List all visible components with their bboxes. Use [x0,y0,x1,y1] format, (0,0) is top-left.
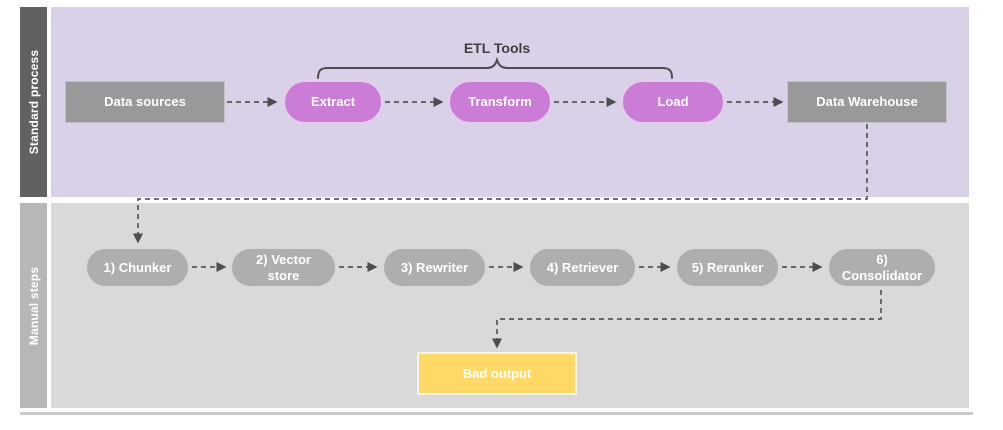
node-bad-output: Bad output [417,352,577,395]
lane-bar-standard-process: Standard process [20,7,47,197]
diagram-bottom-edge [20,412,973,415]
node-rewriter: 3) Rewriter [382,247,487,288]
node-transform: Transform [448,80,552,124]
node-extract: Extract [283,80,383,124]
lane-bar-manual-steps: Manual steps [20,203,47,408]
etl-tools-group-label: ETL Tools [463,40,531,56]
node-chunker: 1) Chunker [85,247,190,288]
node-reranker: 5) Reranker [675,247,780,288]
node-load: Load [621,80,725,124]
node-consolidator: 6) Consolidator [827,247,937,288]
node-vector-store: 2) Vector store [230,247,337,288]
etl-tools-brace [317,56,673,79]
connector-consolidator-badoutput [492,290,882,349]
node-data-sources: Data sources [65,81,225,123]
node-data-warehouse: Data Warehouse [787,81,947,123]
node-retriever: 4) Retriever [528,247,637,288]
connector-warehouse-chunker [133,124,868,244]
